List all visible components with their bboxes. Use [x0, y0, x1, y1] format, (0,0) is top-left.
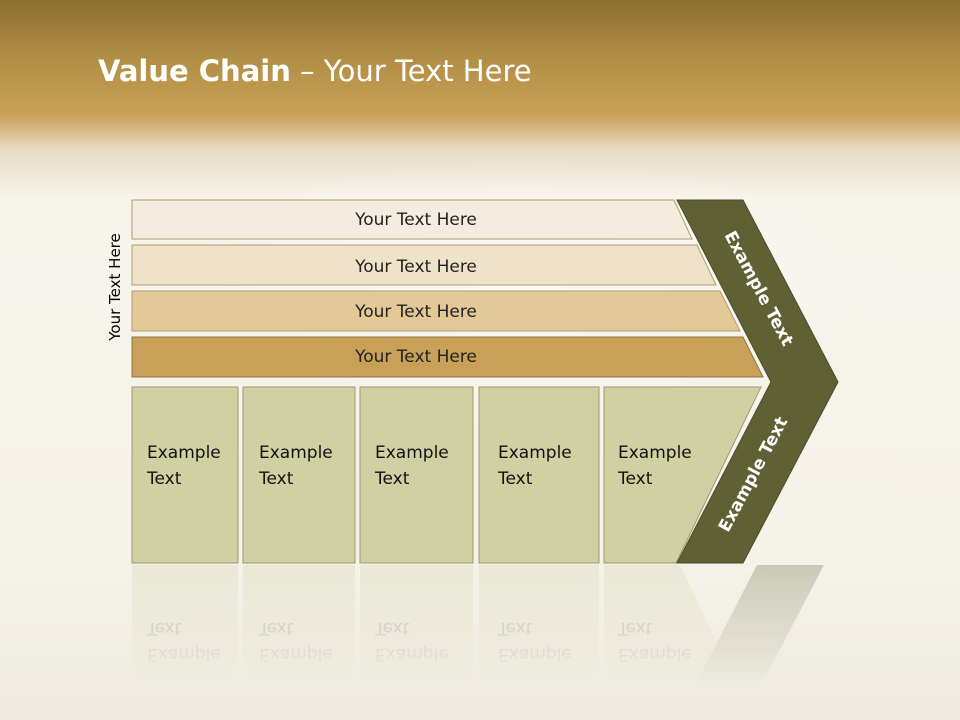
reflection-cell-4-line1: Example — [498, 644, 572, 664]
reflection-cell-5-line1: Example — [618, 644, 692, 664]
reflection-cell-5-text: Example Text — [618, 615, 718, 667]
reflection-cell-5 — [604, 565, 754, 720]
reflection-shapes — [132, 565, 824, 720]
support-bar-2-label: Your Text Here — [354, 257, 477, 277]
reflection-cell-4 — [479, 565, 599, 720]
primary-cell-3 — [359, 386, 474, 564]
reflection-cell-3-text: Example Text — [375, 615, 475, 667]
reflection-cell-4-line2: Text — [498, 618, 533, 638]
title-rest: – Your Text Here — [290, 54, 532, 88]
reflection-cell-3-line1: Example — [375, 644, 449, 664]
support-bar-2 — [131, 244, 717, 286]
reflection-cell-4-text: Example Text — [498, 615, 598, 667]
reflection-cell-2-text: Example Text — [259, 615, 359, 667]
primary-cell-4 — [478, 386, 600, 564]
reflection-chevron — [677, 565, 824, 720]
reflection-cell-1 — [132, 565, 238, 720]
primary-cell-5 — [603, 386, 762, 564]
support-bar-1-label: Your Text Here — [354, 210, 477, 230]
reflection-cell-2-line1: Example — [259, 644, 333, 664]
primary-cell-5-line2: Text — [618, 469, 653, 489]
reflection-cell-2 — [243, 565, 355, 720]
margin-chevron — [676, 199, 839, 564]
support-bar-4 — [131, 336, 764, 378]
reflection-cell-1-line2: Text — [147, 618, 182, 638]
reflection-cell-3 — [360, 565, 473, 720]
primary-cell-5-line1: Example — [618, 443, 692, 463]
reflection-cell-1-line1: Example — [147, 644, 221, 664]
reflection-cell-3-line2: Text — [375, 618, 410, 638]
reflection-cell-2-line2: Text — [259, 618, 294, 638]
primary-cell-4-line2: Text — [498, 469, 533, 489]
slide-title: Value Chain – Your Text Here — [98, 54, 532, 88]
primary-cell-3-text: Example Text — [375, 440, 475, 492]
primary-cell-4-line1: Example — [498, 443, 572, 463]
support-bar-3-label: Your Text Here — [354, 302, 477, 322]
reflection-cell-5-line2: Text — [618, 618, 653, 638]
primary-cell-5-text: Example Text — [618, 440, 718, 492]
support-bar-3 — [131, 290, 741, 332]
primary-cell-1 — [131, 386, 239, 564]
primary-cell-1-line2: Text — [147, 469, 182, 489]
primary-cell-2-text: Example Text — [259, 440, 359, 492]
primary-cell-3-line1: Example — [375, 443, 449, 463]
primary-cell-2-line2: Text — [259, 469, 294, 489]
primary-cell-4-text: Example Text — [498, 440, 598, 492]
primary-cell-2 — [242, 386, 356, 564]
primary-cell-3-line2: Text — [375, 469, 410, 489]
primary-cell-1-text: Example Text — [147, 440, 247, 492]
primary-cell-1-line1: Example — [147, 443, 221, 463]
support-bar-4-label: Your Text Here — [354, 347, 477, 367]
diagram-reflection: Example Text Example Text Example Text E… — [0, 565, 960, 720]
title-bold: Value Chain — [98, 54, 291, 88]
reflection-cell-1-text: Example Text — [147, 615, 247, 667]
primary-cell-2-line1: Example — [259, 443, 333, 463]
support-bar-1 — [131, 199, 693, 240]
